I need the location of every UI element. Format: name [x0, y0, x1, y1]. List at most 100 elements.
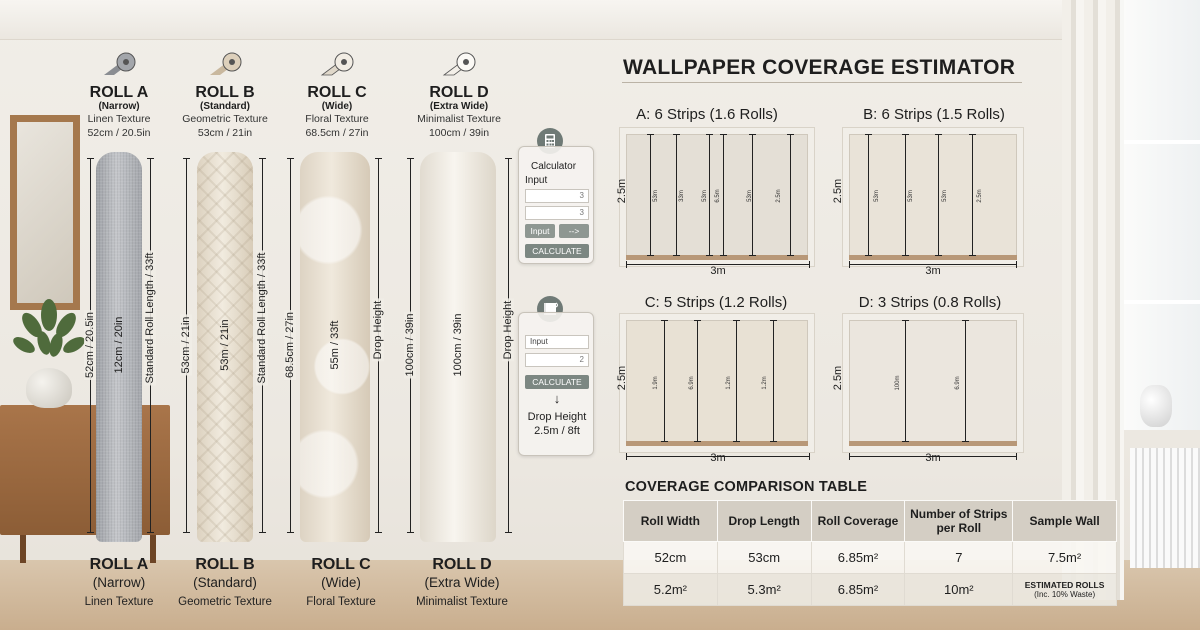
wooden-cabinet — [0, 405, 170, 563]
roll-label: 12cm / 20in — [113, 316, 125, 374]
column-header: Roll Coverage — [810, 500, 906, 542]
wall-width-line — [626, 261, 810, 268]
strip-line — [969, 134, 976, 256]
calculate-button[interactable]: CALCULATE — [525, 375, 589, 389]
arrow-button[interactable]: --> — [559, 224, 589, 238]
strip-label: 100m — [895, 375, 901, 391]
strip-line — [902, 320, 909, 442]
roll-label: 53m / 21in — [219, 319, 231, 371]
strip-label: 53m — [942, 190, 948, 202]
table-cell: 53cm — [716, 541, 812, 574]
roll-length-label: Standard Roll Length / 33ft — [144, 250, 156, 386]
calc-input-field[interactable]: Input — [525, 335, 589, 349]
wall-b — [843, 128, 1023, 266]
window-bar — [1124, 140, 1200, 144]
roll-label: 100cm / 39in — [452, 313, 464, 377]
table-cell: 7.5m² — [1012, 541, 1117, 574]
table-cell: 10m² — [904, 573, 1014, 606]
column-header: Roll Width — [623, 500, 718, 542]
roll-sub: (Standard) — [193, 575, 257, 590]
wall-c — [620, 314, 814, 452]
plant-vase — [26, 368, 72, 408]
cabinet-leg — [20, 535, 26, 563]
strip-line — [865, 134, 872, 256]
roll-a-icon — [104, 52, 136, 75]
roll-name: ROLL C — [307, 84, 367, 101]
roll-texture: Floral Texture — [306, 596, 376, 608]
roll-a-header: ROLL A (Narrow) Linen Texture 52cm / 20.… — [54, 50, 184, 140]
input-label: Input — [525, 175, 548, 186]
strip-label: 53m — [874, 190, 880, 202]
window — [1120, 0, 1200, 430]
wall-d — [843, 314, 1023, 452]
strip-line — [962, 320, 969, 442]
roll-b-footer: ROLL B (Standard) Geometric Texture — [160, 556, 290, 613]
strip-line — [935, 134, 942, 256]
wall-width-line — [626, 453, 810, 460]
table-row: 5.2m² 5.3m² 6.85m² 10m² ESTIMATED ROLLS … — [623, 573, 1117, 606]
wall-floor — [626, 255, 808, 260]
roll-dimensions: 68.5cm / 27in — [305, 127, 369, 139]
waste-note: (Inc. 10% Waste) — [1034, 589, 1096, 599]
wall-width-label: 3m — [925, 265, 941, 277]
calc-field-1[interactable]: 3 — [525, 189, 589, 203]
roll-texture: Minimalist Texture — [417, 113, 501, 125]
table-header-row: Roll Width Drop Length Roll Coverage Num… — [623, 500, 1117, 542]
roll-width-label: 53cm / 21in — [180, 314, 192, 376]
roll-a-wallpaper — [96, 152, 142, 542]
wall-d-title: D: 3 Strips (0.8 Rolls) — [858, 294, 1002, 311]
roll-name: ROLL D — [432, 556, 492, 573]
roll-c-header: ROLL C (Wide) Floral Texture 68.5cm / 27… — [272, 50, 402, 140]
column-header: Drop Length — [716, 500, 812, 542]
roll-texture: Linen Texture — [87, 113, 151, 125]
strip-label: 1.2m — [762, 376, 768, 390]
calculator-widget: Calculator Input 3 3 Input --> CALCULATE — [518, 146, 594, 264]
roll-texture: Linen Texture — [84, 596, 154, 608]
strip-label: 33m — [679, 190, 685, 202]
calculate-button[interactable]: CALCULATE — [525, 244, 589, 258]
roll-d-header: ROLL D (Extra Wide) Minimalist Texture 1… — [394, 50, 524, 140]
roll-b-wallpaper — [197, 152, 253, 542]
roll-texture: Floral Texture — [305, 113, 369, 125]
roll-name: ROLL B — [195, 84, 255, 101]
result-label: Drop Height — [527, 411, 587, 423]
wall-width-line — [849, 453, 1017, 460]
title-divider — [622, 82, 1022, 83]
roll-name: ROLL A — [89, 84, 149, 101]
calc-field-2[interactable]: 2 — [525, 353, 589, 367]
wall-a — [620, 128, 814, 266]
strip-label: 6.9m — [955, 376, 961, 390]
roll-sub: (Extra Wide) — [429, 101, 489, 112]
input-button[interactable]: Input — [525, 224, 555, 238]
strip-line — [902, 134, 909, 256]
roll-label: 55m / 33ft — [329, 320, 341, 370]
column-header: Number of Strips per Roll — [904, 500, 1014, 542]
cabinet-leg — [150, 535, 156, 563]
roll-name: ROLL B — [195, 556, 255, 573]
roll-length-label: Drop Height — [372, 298, 384, 362]
strip-line — [770, 320, 777, 442]
roll-texture: Geometric Texture — [182, 113, 268, 125]
roll-sub: (Standard) — [200, 101, 250, 112]
wall-height-label: 2.5m — [832, 365, 845, 391]
window-bar — [1124, 300, 1200, 304]
roll-sub: (Narrow) — [98, 101, 140, 112]
down-arrow-icon: ↓ — [553, 391, 561, 406]
strip-label: 53m — [702, 190, 708, 202]
roll-sub: (Wide) — [321, 575, 361, 590]
strip-line — [673, 134, 680, 256]
strip-line — [720, 134, 727, 256]
roll-a-footer: ROLL A (Narrow) Linen Texture — [54, 556, 184, 613]
table-cell: 7 — [904, 541, 1014, 574]
wall-a-title: A: 6 Strips (1.6 Rolls) — [636, 106, 778, 123]
drop-height-widget: Input 2 CALCULATE ↓ Drop Height 2.5m / 8… — [518, 312, 594, 456]
wall-height-label: 2.5m — [616, 178, 629, 204]
calc-field-2[interactable]: 3 — [525, 206, 589, 220]
table-cell: 5.2m² — [623, 573, 718, 606]
roll-c-wallpaper — [300, 152, 370, 542]
roll-d-wallpaper — [420, 152, 496, 542]
roll-length-label: Standard Roll Length / 33ft — [256, 250, 268, 386]
roll-width-label: 52cm / 20.5in — [84, 309, 96, 381]
strip-label: 6.5m — [715, 189, 721, 203]
strip-label: 53m — [747, 190, 753, 202]
